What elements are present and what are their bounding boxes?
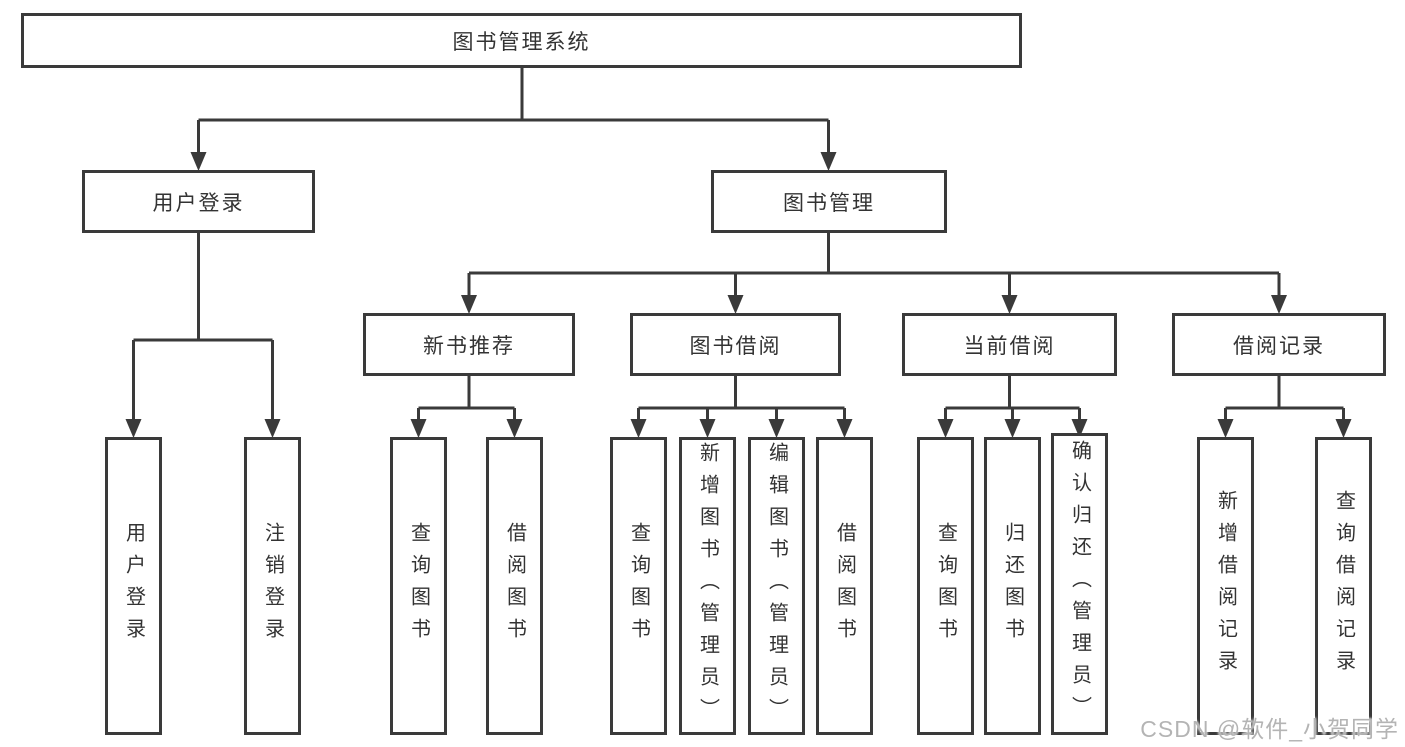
edge-root-to-level2 xyxy=(197,68,830,154)
arrow-down-icon xyxy=(1217,419,1234,438)
csdn-watermark: CSDN @软件_小贺同学 xyxy=(1140,716,1399,742)
arrow-down-icon xyxy=(264,419,281,438)
node-label: 用户登录 xyxy=(152,191,245,215)
leaf-bb-borrow-books: 借阅图书 xyxy=(816,437,873,735)
edge-newbook-to-leaves xyxy=(417,376,516,422)
leaf-cb-query-books: 查询图书 xyxy=(917,437,974,735)
node-label: 图书管理 xyxy=(783,191,875,215)
arrow-down-icon xyxy=(1271,295,1287,314)
leaf-user-login: 用户登录 xyxy=(105,437,162,735)
node-label: 归还图书 xyxy=(1001,522,1024,650)
node-label: 编辑图书（管理员） xyxy=(765,442,788,730)
arrow-down-icon xyxy=(727,295,744,314)
node-label: 注销登录 xyxy=(261,522,284,650)
arrow-down-icon xyxy=(1004,419,1021,438)
connector-paths xyxy=(132,68,1345,422)
leaf-bb-query-books: 查询图书 xyxy=(610,437,667,735)
arrow-down-icon xyxy=(937,419,954,438)
leaf-nbr-borrow-books: 借阅图书 xyxy=(486,437,543,735)
arrow-down-icon xyxy=(1335,419,1352,438)
edge-records-to-leaves xyxy=(1224,376,1345,422)
node-label: 图书管理系统 xyxy=(452,30,591,54)
arrow-down-icon xyxy=(125,419,142,438)
leaf-nbr-query-books: 查询图书 xyxy=(390,437,447,735)
node-label: 图书借阅 xyxy=(689,334,782,358)
leaf-cb-return-books: 归还图书 xyxy=(984,437,1041,735)
arrow-down-icon xyxy=(699,419,716,438)
arrow-down-icon xyxy=(820,152,837,171)
node-label: 查询图书 xyxy=(407,522,430,650)
node-current-borrow: 当前借阅 xyxy=(902,313,1117,376)
leaf-bb-add-books-admin: 新增图书（管理员） xyxy=(679,437,736,735)
arrowheads xyxy=(125,152,1352,438)
node-label: 查询图书 xyxy=(934,522,957,650)
node-book-management: 图书管理 xyxy=(711,170,947,233)
arrow-down-icon xyxy=(1071,419,1088,438)
edge-userlogin-to-leaves xyxy=(132,233,274,422)
node-label: 查询借阅记录 xyxy=(1332,490,1355,682)
leaf-br-query-record: 查询借阅记录 xyxy=(1315,437,1372,735)
node-label: 借阅图书 xyxy=(503,522,526,650)
arrow-down-icon xyxy=(506,419,523,438)
node-new-book-recommend: 新书推荐 xyxy=(363,313,575,376)
edge-bookborrow-to-leaves xyxy=(637,376,846,422)
node-label: 新增图书（管理员） xyxy=(696,442,719,730)
arrow-down-icon xyxy=(768,419,785,438)
leaf-bb-edit-books-admin: 编辑图书（管理员） xyxy=(748,437,805,735)
leaf-cb-confirm-return-admin: 确认归还（管理员） xyxy=(1051,433,1108,735)
node-label: 用户登录 xyxy=(122,522,145,650)
node-user-login-branch: 用户登录 xyxy=(82,170,315,233)
edge-bookmgmt-to-level3 xyxy=(467,233,1281,297)
arrow-down-icon xyxy=(461,295,477,314)
node-label: 新书推荐 xyxy=(423,334,515,358)
node-label: 当前借阅 xyxy=(963,334,1056,358)
node-book-borrow: 图书借阅 xyxy=(630,313,841,376)
node-root: 图书管理系统 xyxy=(21,13,1022,68)
arrow-down-icon xyxy=(630,419,647,438)
node-label: 借阅记录 xyxy=(1233,334,1325,358)
node-label: 借阅图书 xyxy=(833,522,856,650)
edge-currentborrow-to-leaves xyxy=(944,376,1081,422)
leaf-br-add-record: 新增借阅记录 xyxy=(1197,437,1254,735)
arrow-down-icon xyxy=(836,419,853,438)
node-label: 确认归还（管理员） xyxy=(1068,440,1091,728)
node-label: 查询图书 xyxy=(627,522,650,650)
arrow-down-icon xyxy=(190,152,207,171)
node-borrow-records: 借阅记录 xyxy=(1172,313,1386,376)
arrow-down-icon xyxy=(1001,295,1018,314)
leaf-logout: 注销登录 xyxy=(244,437,301,735)
arrow-down-icon xyxy=(410,419,427,438)
node-label: 新增借阅记录 xyxy=(1214,490,1237,682)
